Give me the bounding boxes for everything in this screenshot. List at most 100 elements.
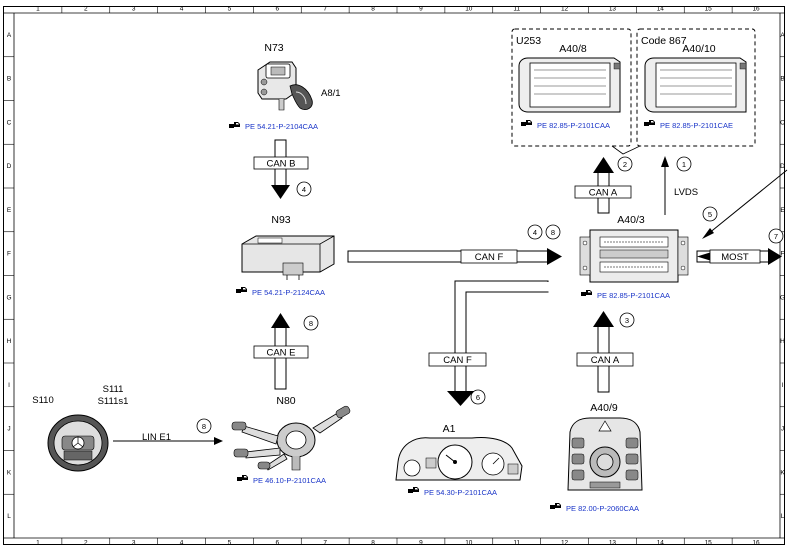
can-a-lower-label: CAN A xyxy=(591,355,620,366)
grid-row-left-B: B xyxy=(7,76,11,83)
grid-column-bottom-11: 11 xyxy=(513,540,520,547)
svg-text:8: 8 xyxy=(551,228,555,237)
can-f-main-label: CAN F xyxy=(475,252,504,263)
grid-row-right-G: G xyxy=(780,294,785,301)
n93-reference[interactable]: PE 54.21-P-2124CAA xyxy=(252,288,325,297)
n73-reference[interactable]: PE 54.21-P-2104CAA xyxy=(245,122,318,131)
grid-row-right-C: C xyxy=(780,119,785,126)
s111-title: S111 xyxy=(103,384,124,395)
svg-text:7: 7 xyxy=(774,232,778,241)
grid-column-bottom-5: 5 xyxy=(228,540,232,547)
grid-column-top-12: 12 xyxy=(561,6,569,13)
grid-column-bottom-1: 1 xyxy=(36,540,40,547)
a40-3-title: A40/3 xyxy=(617,214,645,226)
grid-row-right-I: I xyxy=(782,382,784,389)
a40-9-reference[interactable]: PE 82.00-P-2060CAA xyxy=(566,504,639,513)
a40-10-reference[interactable]: PE 82.85-P-2101CAE xyxy=(660,121,733,130)
can-f-main-line xyxy=(347,248,562,265)
grid-row-right-A: A xyxy=(780,32,785,39)
code867-box-label: Code 867 xyxy=(641,35,687,47)
svg-text:2: 2 xyxy=(623,160,627,169)
grid-column-top-14: 14 xyxy=(657,6,665,13)
svg-text:8: 8 xyxy=(202,422,206,431)
grid-row-left-C: C xyxy=(7,119,12,126)
marker-8-lin: 8 xyxy=(196,418,212,434)
svg-text:1: 1 xyxy=(682,160,686,169)
steering-wheel-component[interactable]: S110 S111 S111s1 xyxy=(32,384,129,472)
svg-text:5: 5 xyxy=(708,210,712,219)
option-box-bracket xyxy=(611,145,641,155)
a40-3-reference[interactable]: PE 82.85-P-2101CAA xyxy=(597,291,670,300)
grid-column-bottom-10: 10 xyxy=(465,540,473,547)
comand-controller-icon xyxy=(567,417,643,491)
grid-column-bottom-15: 15 xyxy=(705,540,713,547)
gateway-module-icon xyxy=(241,235,335,280)
grid-row-right-E: E xyxy=(780,207,785,214)
n73-component[interactable]: N73 A8/1 PE 54.21-P-2104CAA xyxy=(229,42,341,131)
s111s1-title: S111s1 xyxy=(98,396,129,407)
grid-row-left-D: D xyxy=(7,163,12,170)
grid-column-bottom-12: 12 xyxy=(561,540,569,547)
lvds-line xyxy=(661,156,669,215)
a40-9-component[interactable]: A40/9 PE 82.00-P-2060CAA xyxy=(550,402,643,513)
grid-row-right-B: B xyxy=(780,76,784,83)
grid-column-top-3: 3 xyxy=(132,6,136,13)
grid-row-left-F: F xyxy=(7,251,11,258)
grid-column-top-15: 15 xyxy=(705,6,713,13)
grid-column-top-13: 13 xyxy=(609,6,617,13)
svg-text:4: 4 xyxy=(302,185,306,194)
a40-8-title: A40/8 xyxy=(559,43,587,55)
grid-column-bottom-16: 16 xyxy=(752,540,760,547)
grid-row-left-I: I xyxy=(8,382,10,389)
grid-column-top-8: 8 xyxy=(371,6,375,13)
grid-row-right-D: D xyxy=(780,163,785,170)
ignition-switch-icon xyxy=(257,61,313,111)
n80-component[interactable]: N80 PE 46.10-P-2101CAA xyxy=(231,395,351,485)
n93-title: N93 xyxy=(271,214,290,226)
grid-column-bottom-14: 14 xyxy=(657,540,665,547)
steering-column-module-icon xyxy=(231,405,351,471)
can-e-label: CAN E xyxy=(266,348,295,359)
a40-10-component[interactable]: Code 867 A40/10 PE 82.85-P-2101CAE xyxy=(641,35,747,130)
marker-8-can-e: 8 xyxy=(303,315,319,331)
n73-sub-label: A8/1 xyxy=(321,88,341,99)
n80-title: N80 xyxy=(276,395,295,407)
a1-reference[interactable]: PE 54.30-P-2101CAA xyxy=(424,488,497,497)
a40-3-component[interactable]: A40/3 PE 82.85-P-2101CAA xyxy=(579,214,689,300)
can-f-down-label: CAN F xyxy=(443,355,472,366)
diagonal-pointer-line xyxy=(702,169,788,239)
u253-option-box xyxy=(511,28,632,147)
grid-column-top-6: 6 xyxy=(276,6,280,13)
svg-text:4: 4 xyxy=(533,228,537,237)
grid-row-left-A: A xyxy=(7,32,12,39)
grid-row-right-L: L xyxy=(781,513,785,520)
a1-component[interactable]: A1 PE 54.30-P-2101CAA xyxy=(395,423,523,497)
can-f-down-line xyxy=(447,280,549,406)
svg-text:6: 6 xyxy=(476,393,480,402)
n93-component[interactable]: N93 PE 54.21-P-2124CAA xyxy=(236,214,335,297)
grid-column-bottom-7: 7 xyxy=(323,540,327,547)
grid-column-bottom-3: 3 xyxy=(132,540,136,547)
grid-row-left-J: J xyxy=(7,426,10,433)
lvds-label: LVDS xyxy=(674,187,698,198)
u253-box-label: U253 xyxy=(516,35,541,47)
a40-9-title: A40/9 xyxy=(590,402,618,414)
can-b-label-box: CAN B xyxy=(253,156,309,170)
grid-column-top-4: 4 xyxy=(180,6,184,13)
lin-e1-label: LIN E1 xyxy=(142,432,171,443)
grid-column-top-16: 16 xyxy=(752,6,760,13)
can-b-label: CAN B xyxy=(266,159,295,170)
lin-e1-line xyxy=(113,437,223,445)
marker-6: 6 xyxy=(470,389,486,405)
a40-8-component[interactable]: U253 A40/8 PE 82.85-P-2101CAA xyxy=(516,35,621,130)
grid-row-left-E: E xyxy=(7,207,12,214)
most-label-box: MOST xyxy=(709,249,761,264)
grid-column-bottom-6: 6 xyxy=(276,540,280,547)
a40-8-reference[interactable]: PE 82.85-P-2101CAA xyxy=(537,121,610,130)
grid-column-top-2: 2 xyxy=(84,6,88,13)
n80-reference[interactable]: PE 46.10-P-2101CAA xyxy=(253,476,326,485)
can-a-lower-label-box: CAN A xyxy=(576,352,634,367)
grid-column-top-7: 7 xyxy=(323,6,327,13)
grid-row-left-L: L xyxy=(7,513,11,520)
